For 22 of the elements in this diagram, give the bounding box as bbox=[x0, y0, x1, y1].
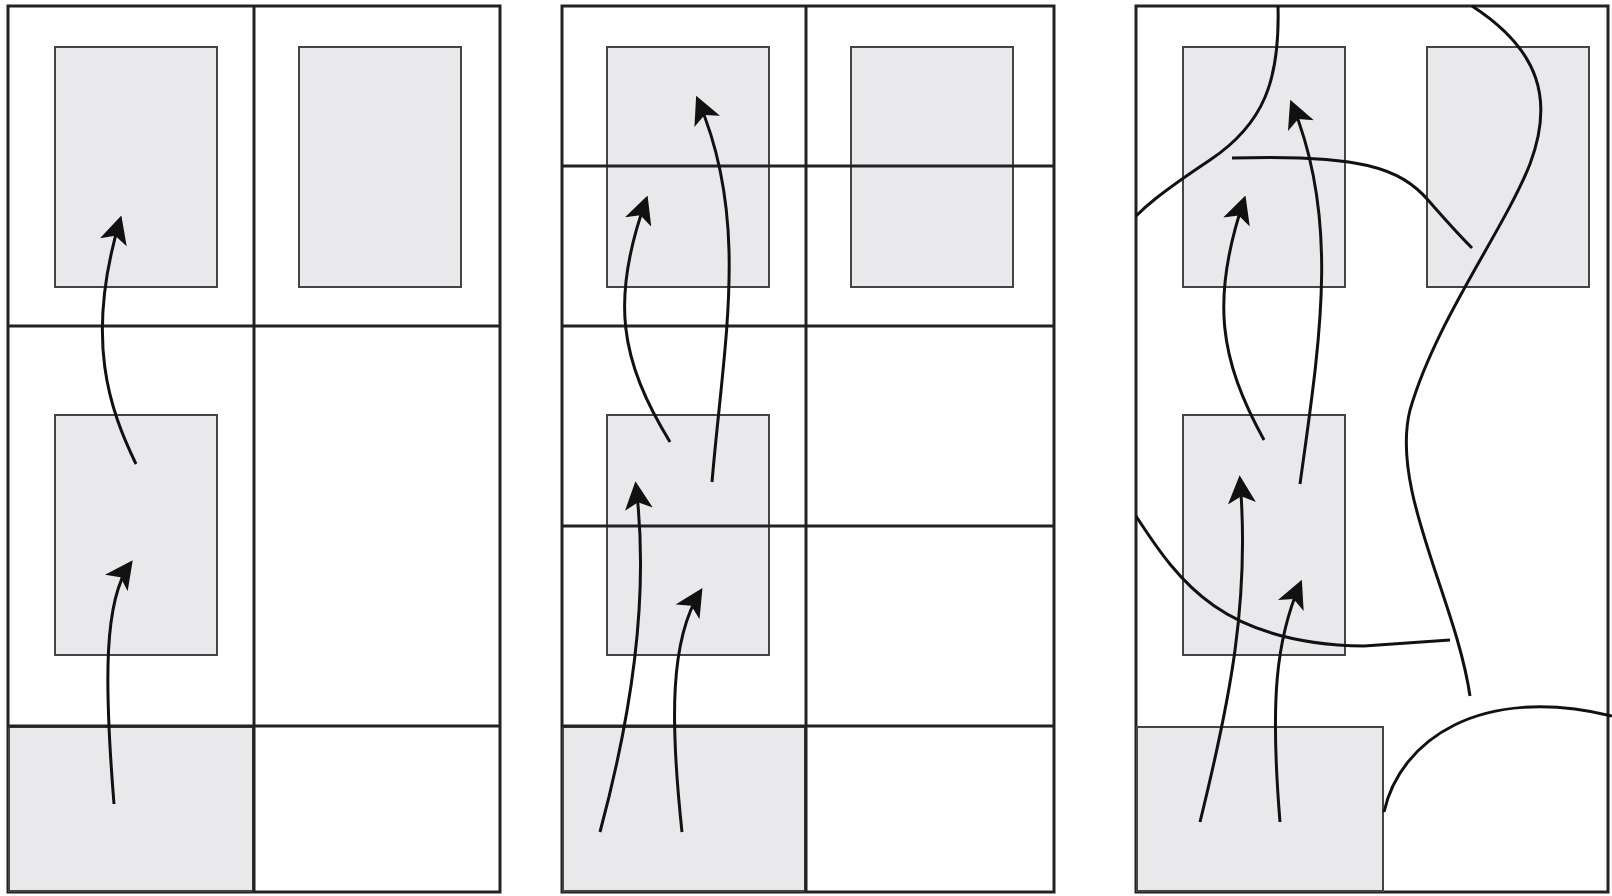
shaded-rectangle bbox=[1136, 726, 1384, 892]
shaded-rectangle bbox=[1182, 46, 1346, 288]
shaded-rectangle bbox=[850, 46, 1014, 288]
shaded-rectangle bbox=[606, 46, 770, 288]
arrow bbox=[1286, 99, 1323, 485]
shaded-rectangle bbox=[1426, 46, 1590, 288]
shaded-rectangle bbox=[1182, 414, 1346, 656]
arrow bbox=[598, 481, 653, 833]
arrow bbox=[105, 560, 133, 805]
shaded-rectangle bbox=[54, 46, 218, 288]
arrow bbox=[1222, 195, 1266, 441]
shaded-rectangle bbox=[562, 726, 806, 892]
arrow bbox=[1198, 475, 1256, 823]
shaded-rectangle bbox=[298, 46, 462, 288]
shaded-rectangle bbox=[606, 414, 770, 656]
arrow bbox=[1273, 579, 1305, 823]
shaded-rectangle bbox=[54, 414, 218, 656]
arrow bbox=[100, 215, 138, 465]
shaded-rectangle bbox=[8, 726, 254, 892]
arrow bbox=[673, 587, 703, 833]
arrow bbox=[623, 195, 672, 443]
arrow bbox=[693, 95, 731, 483]
